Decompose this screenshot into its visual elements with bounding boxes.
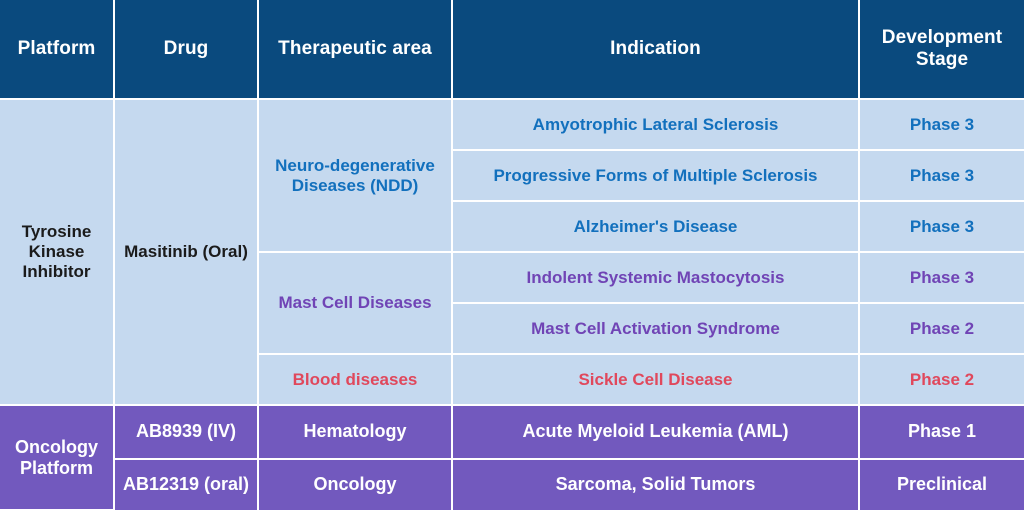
table-row: Blood diseases Sickle Cell Disease Phase… bbox=[0, 353, 1024, 407]
cell-indication-indolent-systemic-mastocytosis: Indolent Systemic Mastocytosis bbox=[451, 251, 860, 305]
table-row: Alzheimer's Disease Phase 3 bbox=[0, 200, 1024, 254]
header-therapeutic-area: Therapeutic area bbox=[257, 0, 453, 100]
cell-stage-alzheimers-disease: Phase 3 bbox=[858, 200, 1024, 254]
cell-indication-alzheimers-disease: Alzheimer's Disease bbox=[451, 200, 860, 254]
cell-indication-sarcoma-solid-tumors: Sarcoma, Solid Tumors bbox=[451, 457, 860, 510]
header-development-stage: Development Stage bbox=[858, 0, 1024, 100]
cell-area-oncology: Oncology bbox=[257, 457, 453, 510]
cell-area-blood-diseases: Blood diseases bbox=[257, 353, 453, 407]
cell-area-hematology: Hematology bbox=[257, 404, 453, 460]
cell-stage-progressive-forms-of-multiple-sclerosis: Phase 3 bbox=[858, 149, 1024, 203]
table-row: Oncology Platform AB8939 (IV) Hematology… bbox=[0, 404, 1024, 511]
cell-indication-sickle-cell-disease: Sickle Cell Disease bbox=[451, 353, 860, 407]
cell-stage-amyotrophic-lateral-sclerosis: Phase 3 bbox=[858, 97, 1024, 152]
cell-area-neurodegenerative-diseases: Neuro-degenerative Diseases (NDD) bbox=[257, 97, 453, 254]
cell-indication-amyotrophic-lateral-sclerosis: Amyotrophic Lateral Sclerosis bbox=[451, 97, 860, 152]
header-row: Platform Drug Therapeutic area Indicatio… bbox=[0, 0, 1024, 100]
table-row: AB12319 (oral) Oncology Sarcoma, Solid T… bbox=[0, 457, 1024, 510]
cell-indication-acute-myeloid-leukemia: Acute Myeloid Leukemia (AML) bbox=[451, 404, 860, 460]
table-body: Tyrosine Kinase Inhibitor Masitinib (Ora… bbox=[0, 97, 1024, 511]
cell-stage-sickle-cell-disease: Phase 2 bbox=[858, 353, 1024, 407]
header-drug: Drug bbox=[113, 0, 259, 100]
cell-stage-indolent-systemic-mastocytosis: Phase 3 bbox=[858, 251, 1024, 305]
table-row: Mast Cell Diseases Indolent Systemic Mas… bbox=[0, 251, 1024, 356]
cell-drug-masitinib: Masitinib (Oral) bbox=[113, 97, 259, 407]
cell-stage-mast-cell-activation-syndrome: Phase 2 bbox=[858, 302, 1024, 356]
cell-platform-tyrosine-kinase-inhibitor: Tyrosine Kinase Inhibitor bbox=[0, 97, 115, 407]
cell-platform-oncology-platform: Oncology Platform bbox=[0, 404, 115, 511]
header-indication: Indication bbox=[451, 0, 860, 100]
cell-drug-ab12319: AB12319 (oral) bbox=[113, 457, 259, 510]
cell-drug-ab8939: AB8939 (IV) bbox=[113, 404, 259, 460]
cell-indication-progressive-forms-of-multiple-sclerosis: Progressive Forms of Multiple Sclerosis bbox=[451, 149, 860, 203]
table-header: Platform Drug Therapeutic area Indicatio… bbox=[0, 0, 1024, 100]
table-row: Mast Cell Activation Syndrome Phase 2 bbox=[0, 302, 1024, 356]
table-row: Tyrosine Kinase Inhibitor Masitinib (Ora… bbox=[0, 97, 1024, 407]
table-row: Progressive Forms of Multiple Sclerosis … bbox=[0, 149, 1024, 203]
cell-indication-mast-cell-activation-syndrome: Mast Cell Activation Syndrome bbox=[451, 302, 860, 356]
cell-stage-acute-myeloid-leukemia: Phase 1 bbox=[858, 404, 1024, 460]
cell-area-mast-cell-diseases: Mast Cell Diseases bbox=[257, 251, 453, 356]
cell-stage-sarcoma-solid-tumors: Preclinical bbox=[858, 457, 1024, 510]
header-platform: Platform bbox=[0, 0, 115, 100]
